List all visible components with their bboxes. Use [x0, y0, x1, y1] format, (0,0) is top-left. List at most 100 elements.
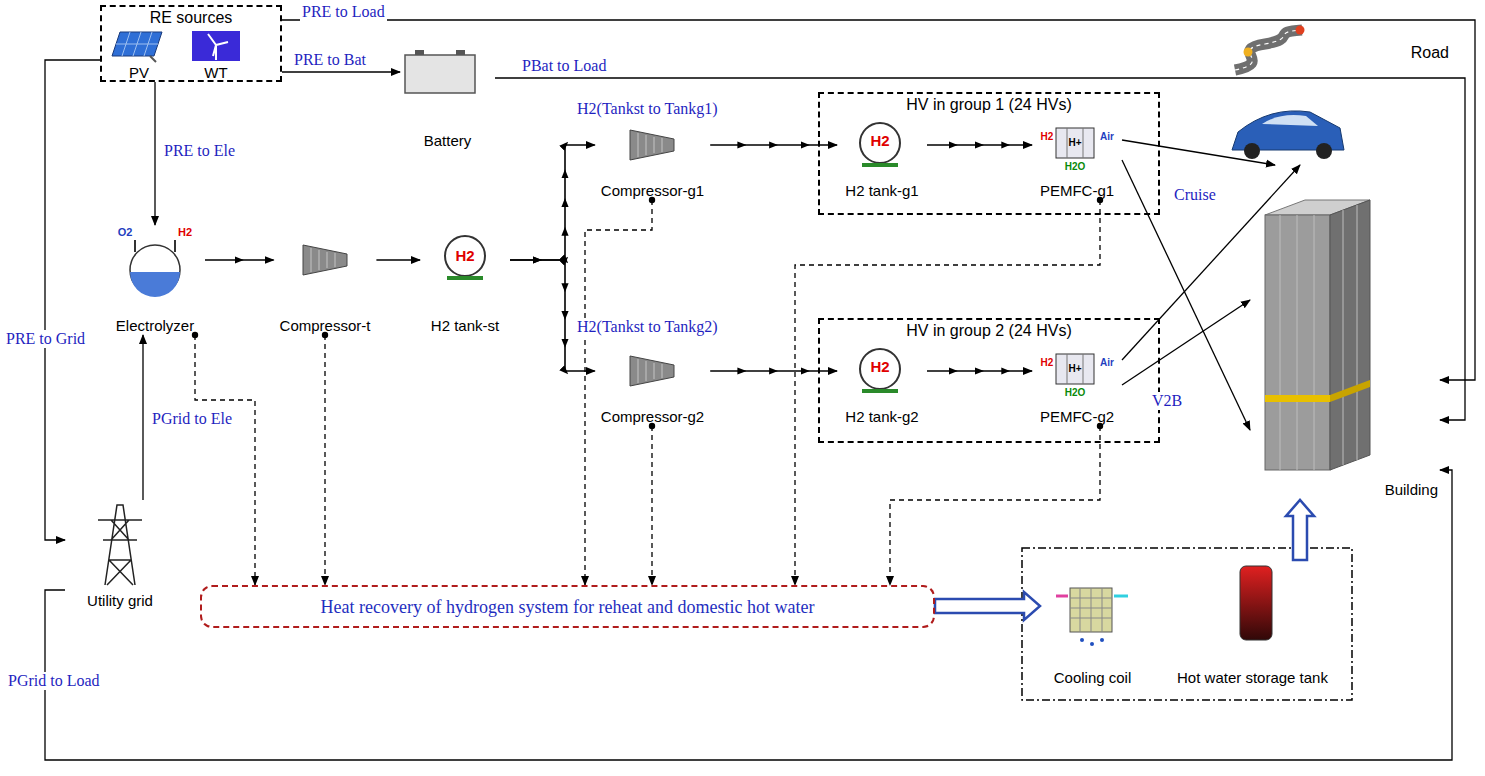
- node-label: Compressor-g1: [601, 182, 704, 199]
- hydrogen-flow-line: [510, 145, 595, 260]
- hydrogen-tank-symbol: [445, 123, 900, 393]
- pv-unit: PV: [110, 30, 168, 82]
- node-label: Utility grid: [87, 592, 153, 609]
- node-label: Hot water storage tank: [1177, 669, 1328, 686]
- node-label: Cooling coil: [1054, 669, 1132, 686]
- symbol-label: H2: [870, 133, 889, 150]
- wind-turbine-unit: WT: [186, 30, 246, 82]
- source-group: RE sourcesPVWT: [100, 5, 282, 82]
- building-unit: Building: [1250, 200, 1440, 500]
- power-flow-line: [45, 60, 100, 540]
- node-label: H2 tank-g2: [845, 408, 918, 425]
- electrolyzer-symbol: [130, 240, 180, 297]
- block-arrow: [935, 592, 1040, 620]
- symbol-label: Air: [1100, 131, 1114, 142]
- road-icon: [1235, 26, 1305, 71]
- symbol-label: O2: [118, 226, 133, 238]
- node-label: Building: [1385, 481, 1438, 498]
- hydrogen-flow-line: [927, 370, 1032, 372]
- grid-pylon: [98, 505, 142, 585]
- fuel-cell-symbol: [1056, 128, 1094, 384]
- heat-flow-line: [195, 335, 255, 585]
- heat-recovery-box: Heat recovery of hydrogen system for reh…: [200, 585, 935, 628]
- hydrogen-flow-line: [927, 144, 1032, 146]
- node-label: Heat recovery of hydrogen system for reh…: [321, 596, 815, 617]
- cooling-coil-icon: [1056, 588, 1128, 646]
- battery-symbol: [405, 50, 475, 93]
- heat-flow-line: [795, 200, 1100, 585]
- cooling-coil-unit: Cooling coil: [1040, 575, 1145, 687]
- hydrogen-flow-line: [205, 259, 274, 261]
- node-label: HV in group 2 (24 HVs): [906, 322, 1071, 340]
- power-flow-line: [142, 335, 143, 500]
- flow-label: PGrid to Ele: [150, 410, 234, 428]
- power-flow-line: [1122, 300, 1250, 385]
- power-flow-line: [282, 20, 1475, 380]
- battery-unit: Battery: [400, 45, 495, 150]
- hydrogen-flow-line: [510, 260, 595, 371]
- hot-water-tank-icon: [1240, 566, 1272, 640]
- road-unit: Road: [1215, 22, 1455, 165]
- symbol-label: H2: [455, 248, 474, 265]
- block-arrow: [1286, 500, 1314, 560]
- node-label: Road: [1411, 44, 1449, 62]
- power-flow-line: [154, 82, 155, 225]
- flow-label: PGrid to Load: [6, 672, 102, 690]
- compressor-unit: Compressor-t: [274, 240, 377, 335]
- heat-flow-line: [324, 335, 325, 585]
- car-icon: [1232, 111, 1344, 159]
- power-flow-line: [1122, 160, 1250, 430]
- compressor-symbol: [303, 130, 674, 386]
- node-label: Compressor-t: [280, 317, 371, 334]
- compressor-unit: Compressor-g2: [595, 348, 710, 426]
- symbol-label: Air: [1100, 357, 1114, 368]
- symbol-label: H2: [1041, 357, 1054, 368]
- node-label: PV: [129, 64, 149, 81]
- symbol-label: H+: [1068, 137, 1081, 148]
- grid-unit: Utility grid: [65, 500, 175, 610]
- electrolyzer-unit: Electrolyzer: [105, 225, 205, 335]
- symbol-label: H2: [1041, 131, 1054, 142]
- symbol-label: H2O: [1065, 387, 1086, 398]
- heat-flow-line: [890, 426, 1100, 585]
- flow-label: PRE to Bat: [292, 51, 368, 69]
- hydrogen-flow-line: [376, 259, 420, 261]
- flow-label: PRE to Grid: [4, 330, 87, 348]
- flow-label: PRE to Ele: [162, 142, 237, 160]
- building-icon: [1265, 200, 1370, 470]
- compressor-unit: Compressor-g1: [595, 122, 710, 200]
- equipment-group-outline: [1022, 548, 1352, 700]
- flow-label: H2(Tankst to Tankg1): [575, 100, 720, 118]
- node-label: H2 tank-st: [431, 317, 499, 334]
- node-label: PEMFC-g2: [1040, 408, 1114, 425]
- node-label: H2 tank-g1: [845, 182, 918, 199]
- power-flow-line: [1122, 140, 1275, 165]
- node-label: WT: [204, 64, 227, 81]
- symbol-label: H2O: [1065, 161, 1086, 172]
- symbol-label: H2: [870, 359, 889, 376]
- power-flow-line: [282, 71, 400, 72]
- node-label: HV in group 1 (24 HVs): [906, 96, 1071, 114]
- flow-label: V2B: [1150, 392, 1184, 410]
- heat-flow-line: [585, 200, 652, 585]
- hot-water-tank-unit: Hot water storage tank: [1160, 560, 1345, 687]
- vehicle-group: HV in group 2 (24 HVs) H2 tank-g2 PEMFC-g2: [818, 318, 1160, 443]
- pv-panel: [112, 32, 162, 62]
- wind-turbine: [192, 31, 240, 61]
- power-flow-line: [45, 470, 1452, 760]
- flow-label: PBat to Load: [520, 57, 608, 75]
- power-flow-line: [1122, 165, 1300, 360]
- power-flow-line: [495, 78, 1465, 420]
- symbol-label: H+: [1068, 363, 1081, 374]
- node-label: Electrolyzer: [116, 317, 194, 334]
- node-label: PEMFC-g1: [1040, 182, 1114, 199]
- node-label: Compressor-g2: [601, 408, 704, 425]
- node-label: Battery: [424, 132, 472, 149]
- heat-flow-line: [651, 426, 652, 585]
- flow-label: PRE to Load: [300, 3, 387, 21]
- flow-label: Cruise: [1172, 186, 1218, 204]
- flow-label: H2(Tankst to Tankg2): [575, 318, 720, 336]
